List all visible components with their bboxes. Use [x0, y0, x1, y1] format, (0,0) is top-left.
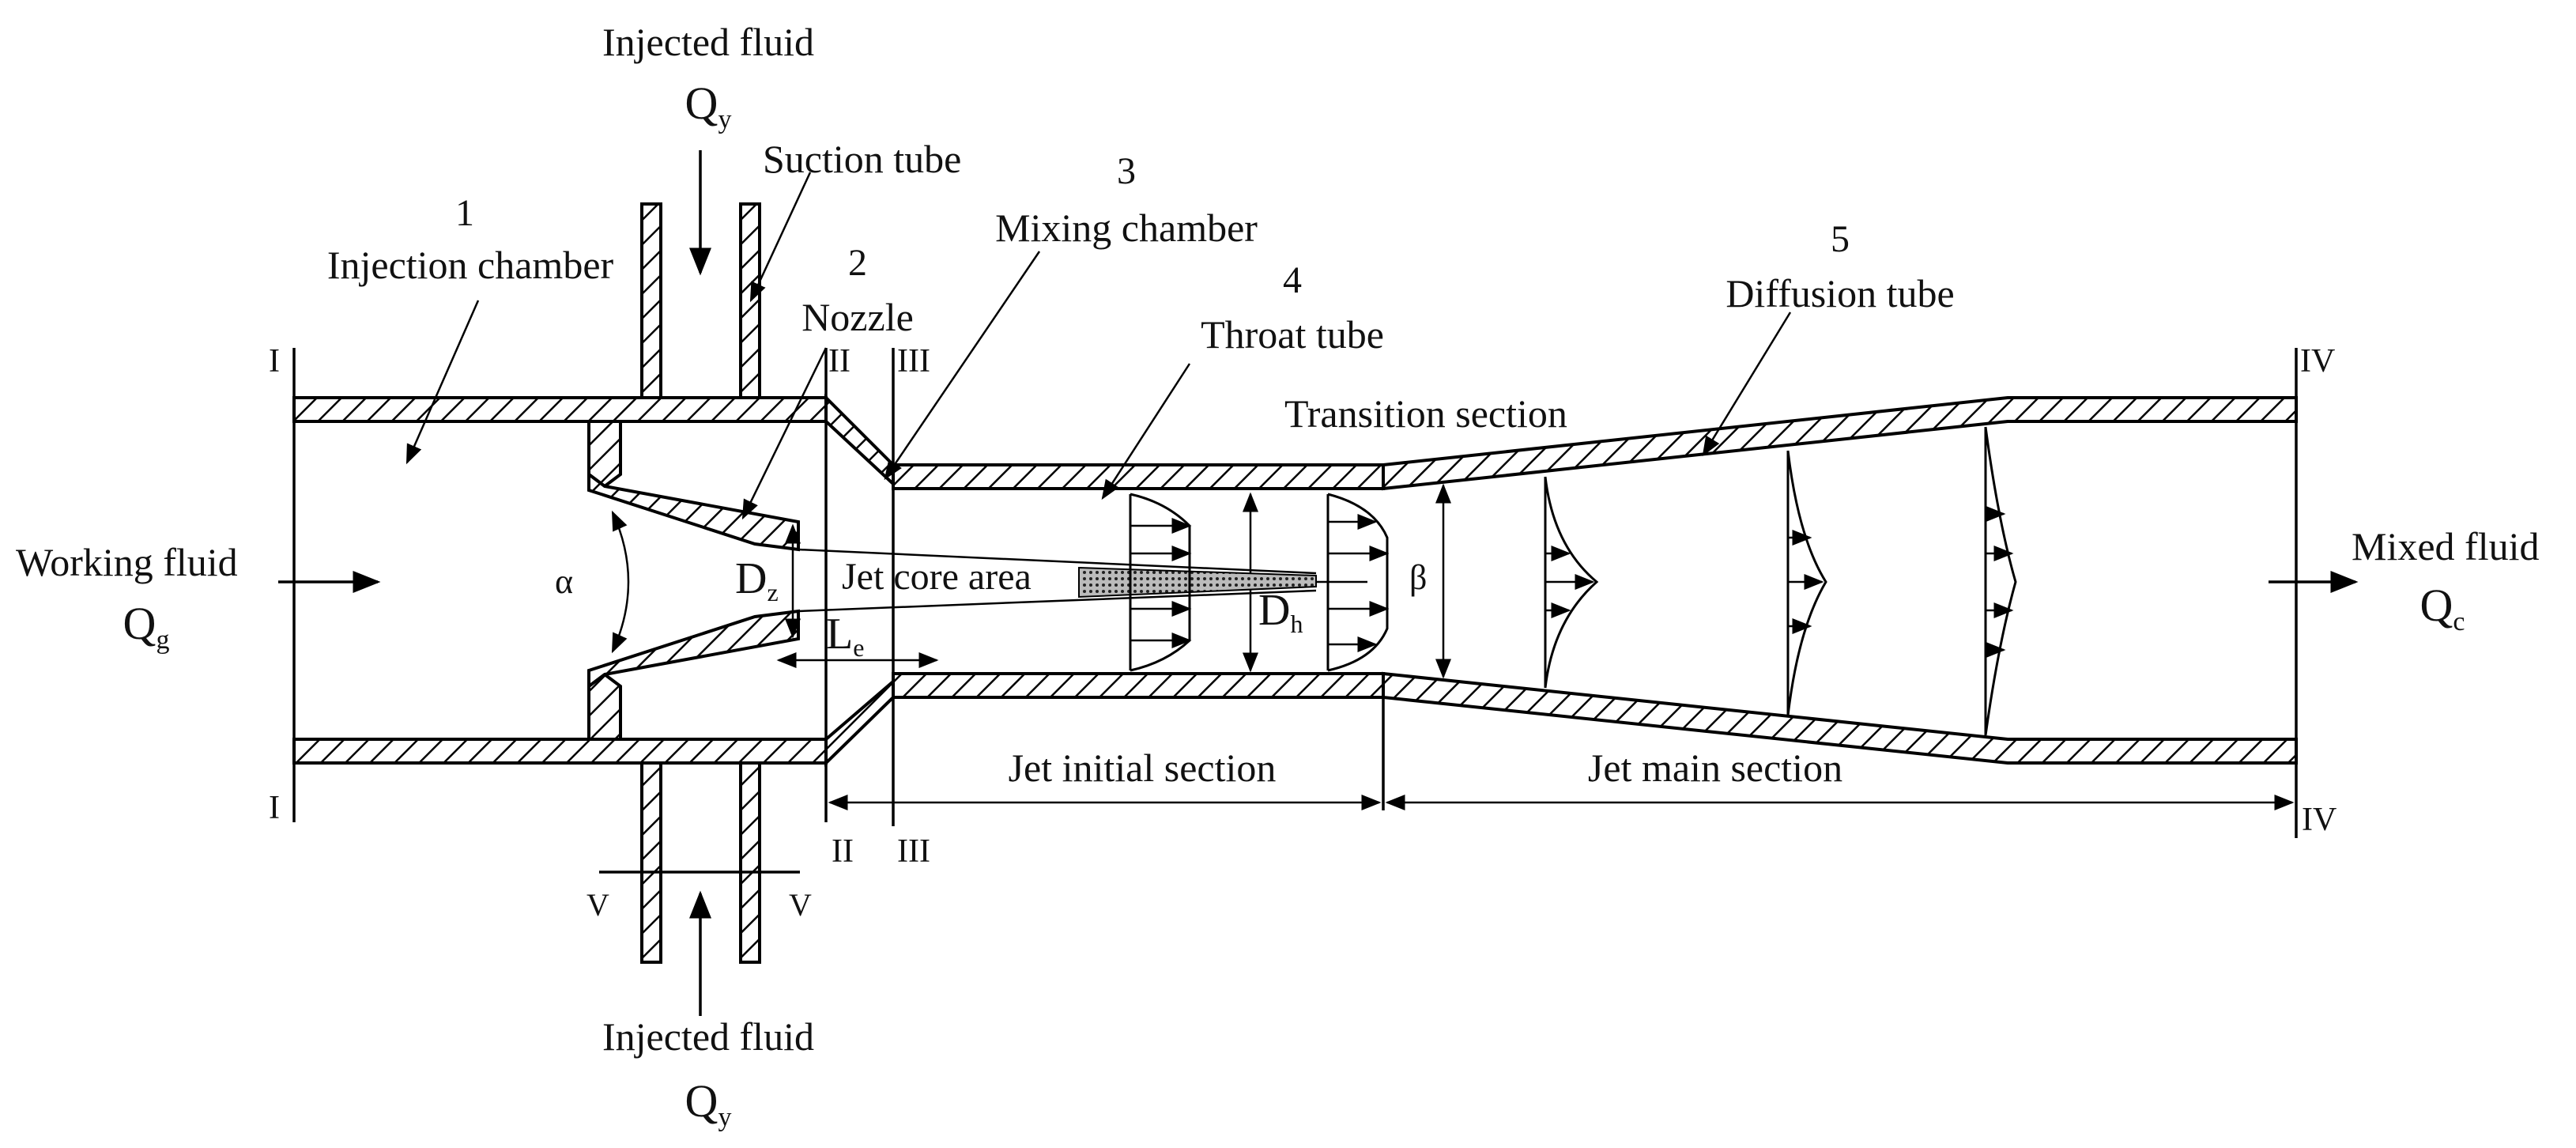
jet-core-area-label: Jet core area [842, 556, 1032, 598]
lower-suction-tube-right-wall [739, 761, 761, 964]
mark-i-top: I [269, 343, 280, 380]
mixing-upper-wall [824, 394, 895, 488]
mark-v-left: V [586, 887, 609, 923]
throat-lower-wall [892, 672, 1385, 699]
injection-chamber-label: Injection chamber [327, 243, 614, 287]
alpha-label: α [555, 562, 573, 601]
mark-i-bottom: I [269, 790, 280, 826]
injected-fluid-top-label: Injected fluid [602, 20, 814, 64]
jet-initial-section-label: Jet initial section [1009, 746, 1277, 790]
label-num-3: 3 [1117, 150, 1136, 192]
throat-tube-label: Throat tube [1201, 312, 1384, 357]
qc-label: Qc [2420, 580, 2465, 636]
injected-fluid-bottom-label: Injected fluid [602, 1014, 814, 1059]
mark-v-right: V [789, 887, 812, 923]
leader-injection-chamber [405, 300, 480, 465]
transition-section-label: Transition section [1284, 391, 1567, 436]
label-num-4: 4 [1283, 259, 1302, 301]
lower-injection-wall [292, 728, 828, 765]
throat-upper-wall [892, 463, 1385, 490]
nozzle-upper-cone [587, 471, 800, 552]
section-marks: I I II II III III IV IV V V [269, 343, 2337, 923]
velocity-profiles [1129, 426, 2017, 736]
leader-suction-tube [749, 172, 812, 303]
label-num-2: 2 [848, 242, 867, 284]
leader-nozzle [741, 347, 828, 520]
nozzle-upper-flange [587, 420, 622, 489]
mixing-lower-wall [824, 678, 895, 767]
labels: Injected fluid Qy Injected fluid Qy Work… [16, 20, 2539, 1132]
beta-label: β [1409, 558, 1427, 597]
mark-iii-top: III [897, 343, 930, 380]
leader-diffusion-tube [1702, 312, 1792, 457]
upper-injection-wall [292, 396, 828, 432]
qy-bottom-label: Qy [685, 1075, 732, 1132]
suction-tube-label: Suction tube [763, 137, 961, 181]
mark-ii-top: II [828, 343, 850, 380]
jet-core [798, 548, 1367, 613]
flow-arrows [278, 150, 2359, 1016]
dh-label: Dh [1258, 586, 1303, 638]
mark-ii-bottom: II [832, 833, 854, 870]
upper-suction-tube-right-wall [739, 202, 761, 399]
leader-throat-tube [1101, 363, 1191, 500]
qy-top-label: Qy [685, 77, 732, 134]
mark-iv-top: IV [2300, 343, 2335, 380]
alpha-arc [611, 510, 630, 654]
mixed-fluid-label: Mixed fluid [2352, 524, 2539, 568]
leader-mixing-chamber [884, 251, 1041, 481]
label-num-1: 1 [455, 192, 474, 234]
lower-suction-tube-left-wall [640, 761, 662, 964]
upper-suction-tube-left-wall [640, 202, 662, 399]
jet-core-dotted [1078, 566, 1317, 599]
nozzle-lower-cone [587, 609, 800, 689]
le-label: Le [826, 610, 864, 662]
diffusion-tube-label: Diffusion tube [1726, 271, 1954, 315]
jet-main-section-label: Jet main section [1588, 746, 1842, 790]
leader-lines [405, 172, 1792, 520]
nozzle-label: Nozzle [801, 295, 914, 339]
mark-iv-bottom: IV [2302, 802, 2337, 838]
label-num-5: 5 [1831, 218, 1850, 260]
dz-label: Dz [735, 554, 779, 606]
mark-iii-bottom: III [897, 833, 930, 870]
working-fluid-label: Working fluid [16, 540, 238, 584]
mixing-chamber-label: Mixing chamber [995, 206, 1258, 250]
section-lines [292, 348, 2298, 874]
qg-label: Qg [123, 598, 170, 655]
